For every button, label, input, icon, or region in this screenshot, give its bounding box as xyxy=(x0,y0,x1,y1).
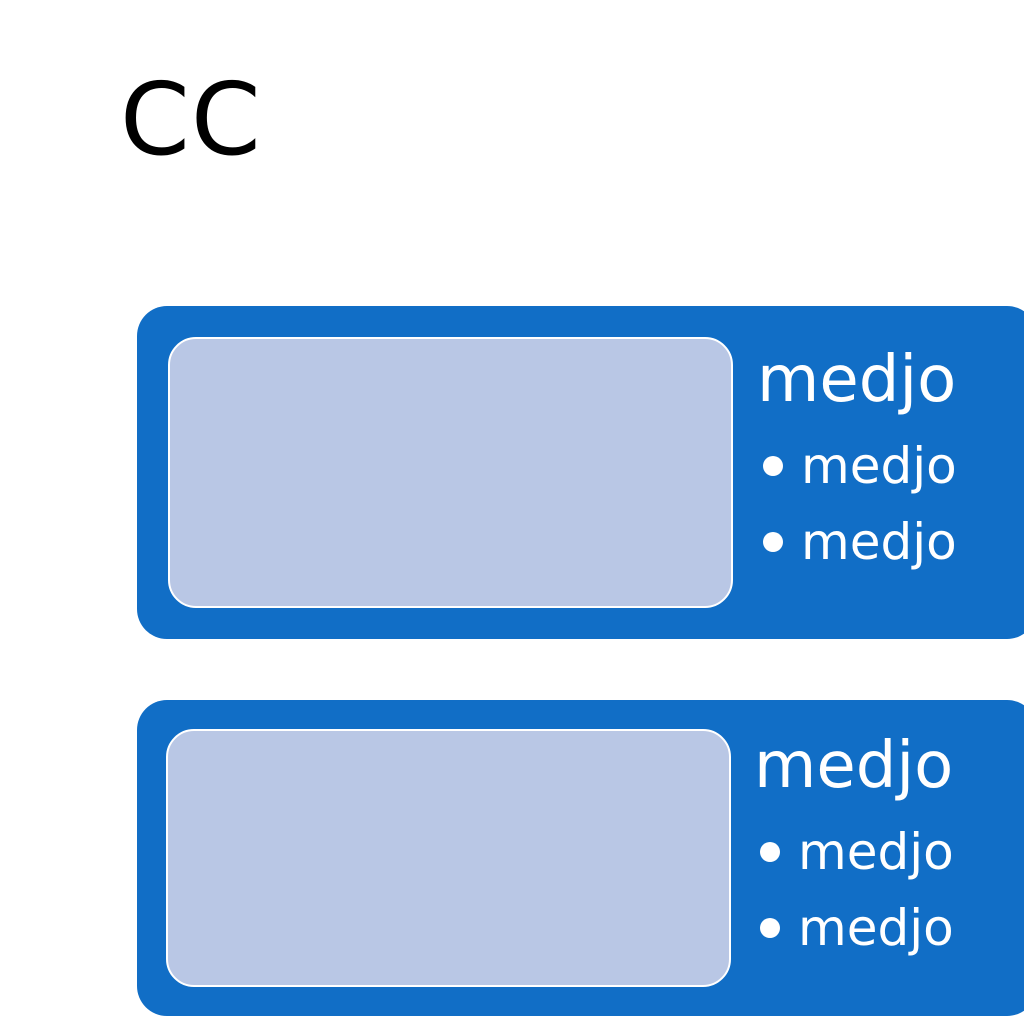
bullet-text: medjo xyxy=(798,899,954,957)
bullet-text: medjo xyxy=(798,823,954,881)
bullet-dot-icon xyxy=(763,532,783,552)
bullet-list: medjo medjo xyxy=(754,814,954,966)
bullet-text: medjo xyxy=(801,513,957,571)
bullet-item: medjo xyxy=(754,814,954,890)
card-heading: medjo xyxy=(757,343,957,417)
bullet-list: medjo medjo xyxy=(757,428,957,580)
bullet-item: medjo xyxy=(757,504,957,580)
bullet-item: medjo xyxy=(754,890,954,966)
bullet-text: medjo xyxy=(801,437,957,495)
card-text: medjo medjo medjo xyxy=(757,344,957,580)
image-placeholder xyxy=(166,729,731,987)
bullet-dot-icon xyxy=(760,918,780,938)
card-2: medjo medjo medjo xyxy=(137,700,1024,1016)
card-heading: medjo xyxy=(754,729,954,803)
bullet-dot-icon xyxy=(763,456,783,476)
bullet-item: medjo xyxy=(757,428,957,504)
image-placeholder xyxy=(168,337,733,608)
bullet-dot-icon xyxy=(760,842,780,862)
card-text: medjo medjo medjo xyxy=(754,730,954,966)
card-1: medjo medjo medjo xyxy=(137,306,1024,639)
page-title: CC xyxy=(120,61,262,178)
